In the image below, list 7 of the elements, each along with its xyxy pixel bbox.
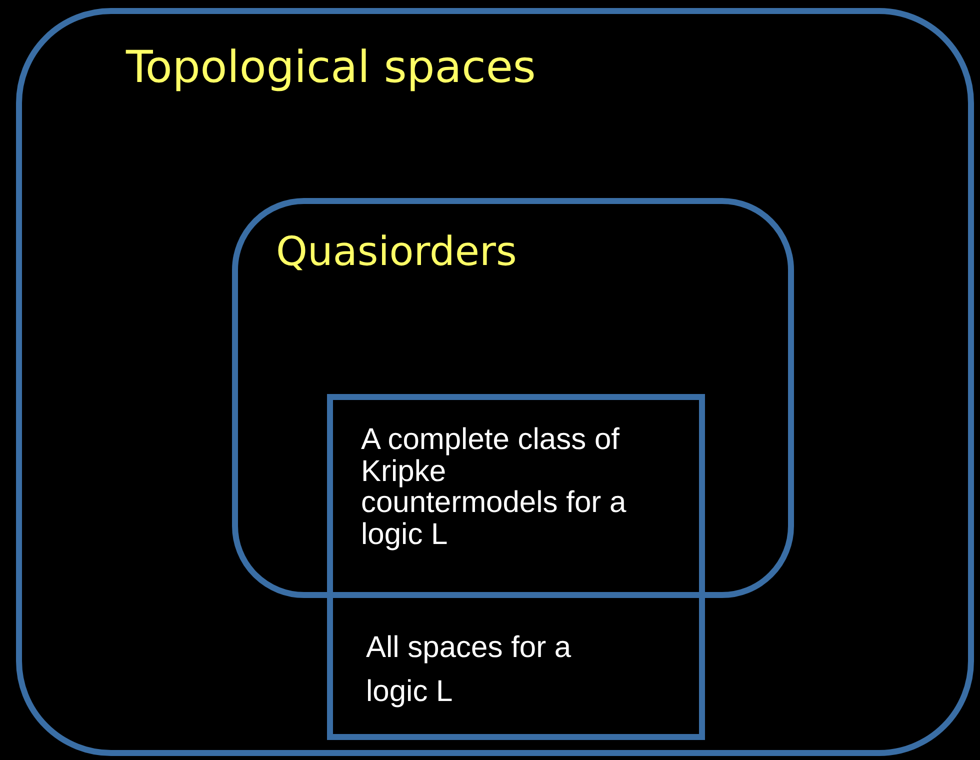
square-region: [327, 394, 705, 740]
region-text: All spaces for a logic L: [366, 630, 572, 710]
region-text: A complete class of Kripke countermodels for a logic L: [361, 424, 628, 550]
rounded-region: [16, 8, 974, 756]
region-title: Quasiorders: [276, 230, 518, 274]
region-title: Topological spaces: [126, 44, 537, 92]
rounded-region: [232, 198, 794, 598]
